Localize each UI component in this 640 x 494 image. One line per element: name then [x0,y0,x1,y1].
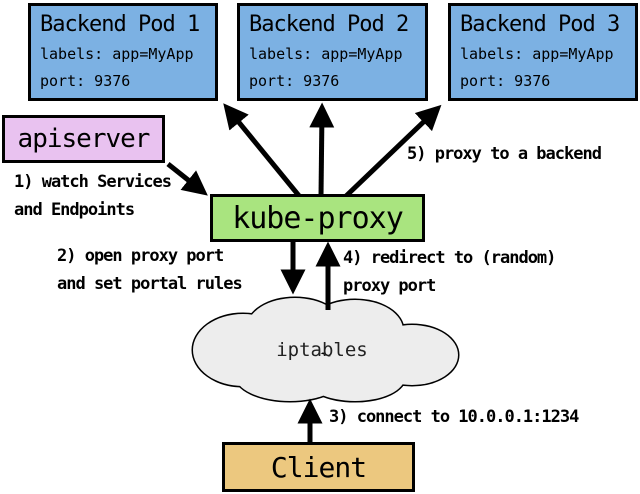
backend-pod-3-title: Backend Pod 3 [460,12,620,37]
backend-pod-1-title: Backend Pod 1 [40,12,200,37]
kube-proxy-label: kube-proxy [232,200,404,236]
annotation-step1-line1: 1) watch Services [14,172,172,192]
iptables-cloud: iptables [191,296,460,403]
backend-pod-1-box: Backend Pod 1 labels: app=MyApp port: 93… [28,3,218,101]
annotation-step5: 5) proxy to a backend [407,144,602,164]
annotation-step1-line2: and Endpoints [14,200,135,220]
client-box: Client [222,442,415,492]
backend-pod-3-port: port: 9376 [460,72,551,90]
backend-pod-3-labels: labels: app=MyApp [460,45,614,63]
annotation-step2-line2: and set portal rules [57,274,243,294]
annotation-step2-line1: 2) open proxy port [57,246,224,266]
iptables-label: iptables [276,339,368,361]
backend-pod-2-title: Backend Pod 2 [249,12,409,37]
arrow-kubeproxy-to-pod2 [309,102,335,198]
backend-pod-1-labels: labels: app=MyApp [40,45,194,63]
annotation-step2: 2) open proxy port and set portal rules [57,242,243,298]
client-label: Client [270,450,367,484]
kube-proxy-box: kube-proxy [210,194,425,242]
arrow-kubeproxy-to-pod3 [343,104,442,199]
arrow-kubeproxy-to-pod1 [223,103,302,199]
apiserver-label: apiserver [17,124,151,154]
annotation-step4-line1: 4) redirect to (random) [343,248,556,268]
apiserver-box: apiserver [2,115,165,163]
backend-pod-2-port: port: 9376 [249,72,340,90]
annotation-step3: 3) connect to 10.0.0.1:1234 [329,407,579,427]
backend-pod-3-box: Backend Pod 3 labels: app=MyApp port: 93… [448,3,638,101]
annotation-step4-line2: proxy port [343,276,436,296]
backend-pod-1-port: port: 9376 [40,72,131,90]
backend-pod-2-labels: labels: app=MyApp [249,45,403,63]
annotation-step1: 1) watch Services and Endpoints [14,168,172,224]
backend-pod-2-box: Backend Pod 2 labels: app=MyApp port: 93… [237,3,428,101]
arrow-apiserver-to-kubeproxy [166,162,208,196]
annotation-step4: 4) redirect to (random) proxy port [343,244,556,300]
